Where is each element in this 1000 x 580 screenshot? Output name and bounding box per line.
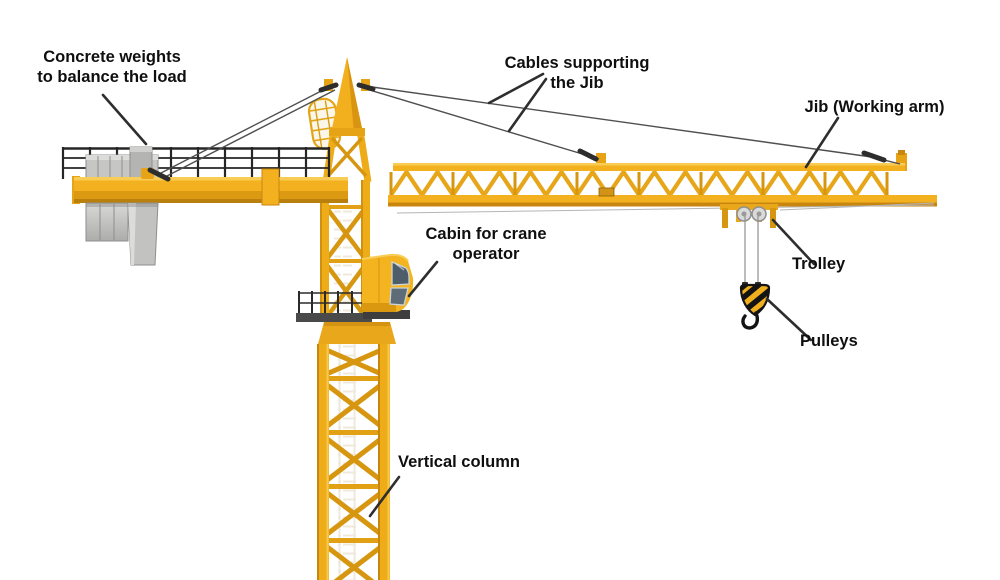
platform-deck bbox=[296, 313, 372, 322]
leader-cabin bbox=[407, 260, 439, 298]
leader-cables-1 bbox=[487, 72, 545, 105]
leader-vertical-column bbox=[368, 475, 401, 518]
label-concrete-weights-line2: to balance the load bbox=[37, 68, 187, 87]
label-concrete-weights: Concrete weights to balance the load bbox=[16, 47, 208, 87]
counterjib bbox=[61, 146, 348, 266]
leader-pulleys bbox=[765, 297, 813, 342]
cable-fittings bbox=[147, 82, 887, 182]
label-cables-line1: Cables supporting bbox=[504, 54, 650, 72]
crane-hook bbox=[741, 311, 760, 330]
slewing-platform bbox=[296, 291, 396, 344]
jib-truss bbox=[388, 150, 937, 207]
label-cabin: Cabin for crane operator bbox=[410, 224, 562, 264]
jib-bottom-chord bbox=[388, 195, 937, 204]
label-vertical-column-line1: Vertical column bbox=[398, 453, 520, 471]
label-jib-working-arm: Jib (Working arm) bbox=[792, 97, 957, 117]
label-pulleys-line1: Pulleys bbox=[800, 332, 858, 350]
stay-cables bbox=[147, 82, 901, 182]
label-vertical-column: Vertical column bbox=[388, 452, 530, 472]
leader-jib bbox=[804, 116, 840, 169]
label-cabin-line2: operator bbox=[452, 245, 520, 264]
cabin-window-lower bbox=[389, 287, 409, 306]
hook-block bbox=[739, 282, 771, 330]
label-cables-line2: the Jib bbox=[550, 74, 604, 93]
label-pulleys: Pulleys bbox=[800, 331, 910, 351]
platform-railing bbox=[298, 291, 364, 313]
label-cabin-line1: Cabin for crane bbox=[425, 225, 547, 243]
leader-cables-2 bbox=[507, 77, 548, 133]
counterweights-lower bbox=[85, 202, 159, 266]
leader-lines bbox=[101, 72, 840, 518]
turntable-drum bbox=[318, 322, 396, 344]
label-jib-line1: Jib (Working arm) bbox=[804, 98, 945, 116]
label-cables-supporting-jib: Cables supporting the Jib bbox=[487, 53, 667, 93]
label-concrete-weights-line1: Concrete weights bbox=[43, 48, 181, 66]
tower-mast bbox=[317, 344, 390, 580]
trolley bbox=[720, 204, 778, 228]
label-trolley-line1: Trolley bbox=[792, 255, 846, 273]
label-trolley: Trolley bbox=[792, 254, 897, 274]
leader-concrete-weights bbox=[101, 93, 148, 146]
hoist-ropes bbox=[744, 216, 759, 288]
counterweights-upper bbox=[85, 146, 159, 179]
leader-trolley bbox=[771, 218, 816, 266]
trolley-rope bbox=[396, 202, 935, 214]
counterjib-beam bbox=[72, 168, 348, 206]
jib-top-chord bbox=[393, 163, 905, 171]
mast-lattice bbox=[320, 345, 388, 580]
cabin-window-upper bbox=[391, 261, 410, 286]
operator-cabin bbox=[361, 253, 414, 319]
